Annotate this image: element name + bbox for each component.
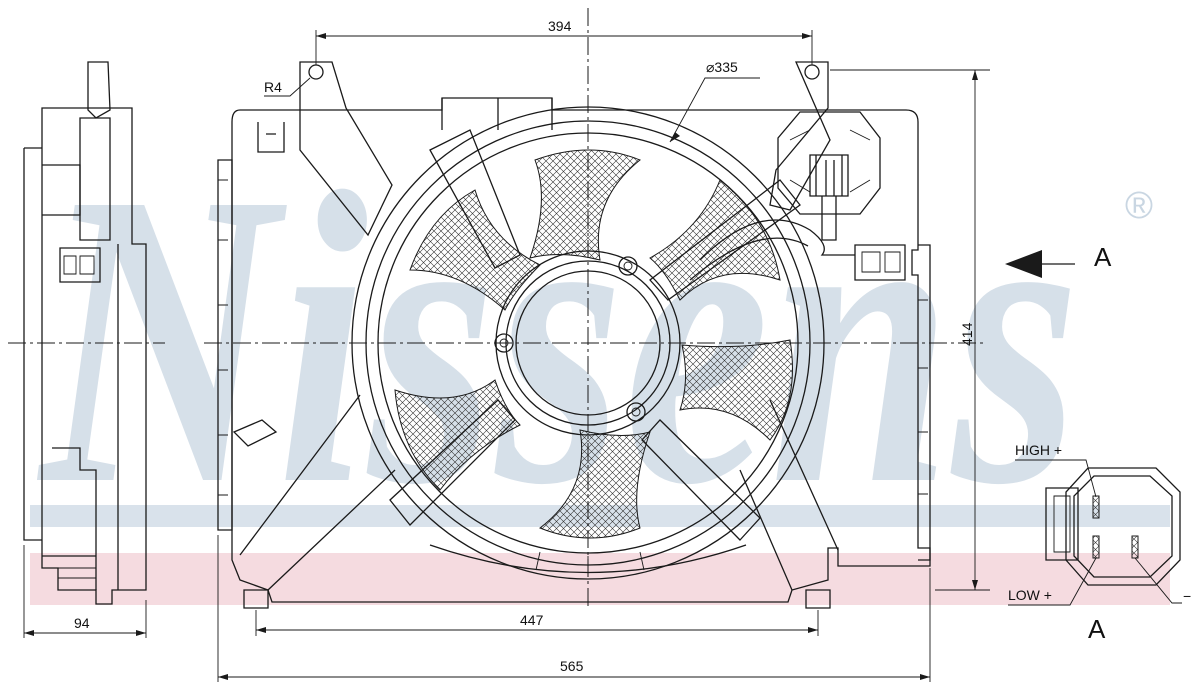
- dimension-mount-span-value: 394: [548, 18, 572, 34]
- dimension-height: 414: [830, 69, 990, 591]
- connector-pin-ground-label: −: [1183, 588, 1191, 604]
- watermark-registered-mark: ®: [1125, 185, 1153, 227]
- fan-blades: [394, 149, 793, 539]
- dimension-fan-diameter-value: ⌀335: [706, 59, 738, 75]
- dimension-mount-span: 394: [315, 18, 813, 65]
- connector-pin-low-label: LOW +: [1008, 587, 1052, 603]
- dimension-height-value: 414: [959, 322, 975, 346]
- dimension-corner-radius-value: R4: [264, 79, 282, 95]
- connector-view-label: A: [1088, 614, 1106, 644]
- dimension-overall-width-value: 565: [560, 658, 584, 674]
- side-view: [8, 61, 165, 605]
- motor-connector: [689, 111, 906, 281]
- dimension-depth-value: 94: [74, 615, 90, 631]
- connector-view: HIGH + LOW + − A: [1008, 442, 1191, 644]
- dimension-corner-radius: R4: [264, 77, 311, 97]
- dimension-foot-span: 447: [255, 610, 819, 636]
- dimension-overall-width: 565: [217, 535, 931, 682]
- front-view: [217, 61, 931, 609]
- pin-high: [1092, 495, 1100, 519]
- pin-low: [1092, 535, 1100, 559]
- connector-pin-high-label: HIGH +: [1015, 442, 1062, 458]
- center-lines: [204, 8, 985, 610]
- dimension-fan-diameter: ⌀335: [669, 59, 760, 143]
- view-arrow-label: A: [1094, 242, 1112, 272]
- dimension-foot-span-value: 447: [520, 612, 544, 628]
- pin-ground: [1131, 535, 1139, 559]
- view-arrow: A: [1005, 242, 1112, 278]
- dimension-depth: 94: [23, 545, 147, 638]
